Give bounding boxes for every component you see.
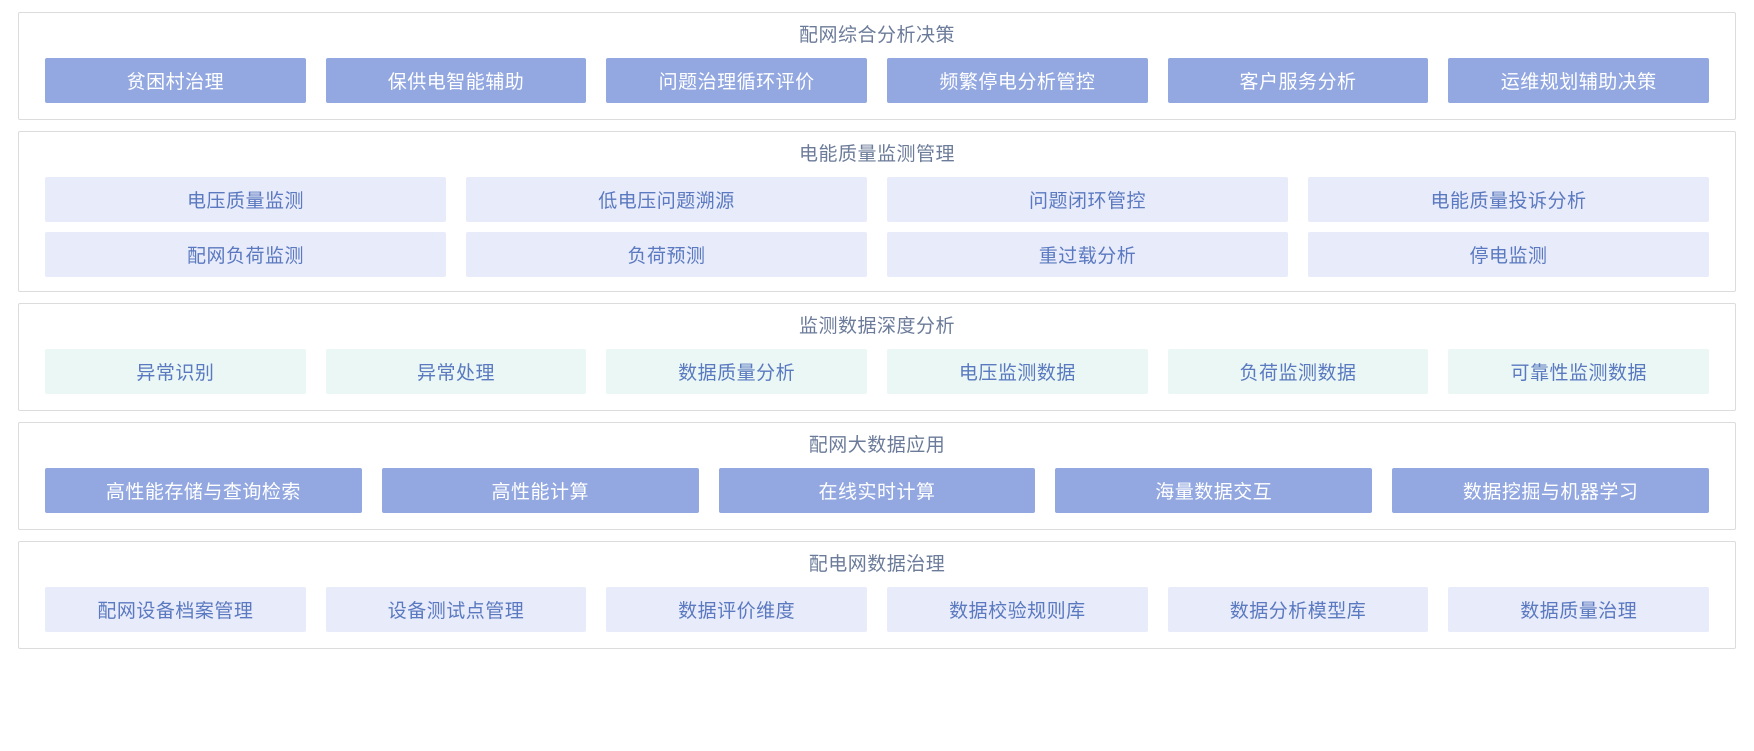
module-button[interactable]: 可靠性监测数据 xyxy=(1448,349,1710,394)
section-data-governance-row-1: 配网设备档案管理 设备测试点管理 数据评价维度 数据校验规则库 数据分析模型库 … xyxy=(45,587,1710,632)
module-button[interactable]: 问题闭环管控 xyxy=(887,177,1288,222)
section-big-data-row-1: 高性能存储与查询检索 高性能计算 在线实时计算 海量数据交互 数据挖掘与机器学习 xyxy=(45,468,1709,513)
section-title-decision: 配网综合分析决策 xyxy=(798,25,955,46)
section-data-governance: 配电网数据治理 配网设备档案管理 设备测试点管理 数据评价维度 数据校验规则库 … xyxy=(18,541,1736,649)
section-decision: 配网综合分析决策 贫困村治理 保供电智能辅助 问题治理循环评价 频繁停电分析管控… xyxy=(18,12,1736,120)
section-decision-row-1: 贫困村治理 保供电智能辅助 问题治理循环评价 频繁停电分析管控 客户服务分析 运… xyxy=(45,58,1710,103)
module-button[interactable]: 配网设备档案管理 xyxy=(45,587,306,632)
section-power-quality-row-1: 电压质量监测 低电压问题溯源 问题闭环管控 电能质量投诉分析 xyxy=(45,177,1709,222)
section-power-quality-row-2: 配网负荷监测 负荷预测 重过载分析 停电监测 xyxy=(45,232,1709,277)
section-title-power-quality: 电能质量监测管理 xyxy=(798,144,955,165)
section-deep-analysis: 监测数据深度分析 异常识别 异常处理 数据质量分析 电压监测数据 负荷监测数据 … xyxy=(18,303,1736,411)
section-title-data-governance: 配电网数据治理 xyxy=(808,554,946,575)
module-button[interactable]: 负荷监测数据 xyxy=(1167,349,1429,394)
module-button[interactable]: 频繁停电分析管控 xyxy=(887,58,1148,103)
module-button[interactable]: 海量数据交互 xyxy=(1055,468,1373,513)
module-button[interactable]: 贫困村治理 xyxy=(45,58,306,103)
section-power-quality: 电能质量监测管理 电压质量监测 低电压问题溯源 问题闭环管控 电能质量投诉分析 … xyxy=(18,131,1736,292)
module-button[interactable]: 数据评价维度 xyxy=(606,587,868,632)
module-button[interactable]: 异常处理 xyxy=(325,349,587,394)
module-button[interactable]: 高性能存储与查询检索 xyxy=(45,468,362,513)
section-title-big-data: 配网大数据应用 xyxy=(808,435,946,456)
module-button[interactable]: 电压监测数据 xyxy=(887,349,1148,394)
module-button[interactable]: 数据质量分析 xyxy=(606,349,868,394)
module-button[interactable]: 设备测试点管理 xyxy=(325,587,587,632)
module-button[interactable]: 数据校验规则库 xyxy=(887,587,1148,632)
module-button[interactable]: 数据挖掘与机器学习 xyxy=(1392,468,1709,513)
module-button[interactable]: 重过载分析 xyxy=(887,232,1288,277)
module-button[interactable]: 电能质量投诉分析 xyxy=(1308,177,1709,222)
module-button[interactable]: 数据质量治理 xyxy=(1448,587,1710,632)
module-button[interactable]: 客户服务分析 xyxy=(1167,58,1429,103)
section-title-deep-analysis: 监测数据深度分析 xyxy=(798,316,955,337)
module-button[interactable]: 低电压问题溯源 xyxy=(466,177,867,222)
module-button[interactable]: 负荷预测 xyxy=(466,232,867,277)
module-button[interactable]: 停电监测 xyxy=(1308,232,1709,277)
module-button[interactable]: 问题治理循环评价 xyxy=(606,58,868,103)
module-button[interactable]: 运维规划辅助决策 xyxy=(1448,58,1710,103)
section-deep-analysis-row-1: 异常识别 异常处理 数据质量分析 电压监测数据 负荷监测数据 可靠性监测数据 xyxy=(45,349,1710,394)
module-button[interactable]: 高性能计算 xyxy=(381,468,699,513)
module-button[interactable]: 保供电智能辅助 xyxy=(325,58,587,103)
module-button[interactable]: 配网负荷监测 xyxy=(45,232,446,277)
section-big-data: 配网大数据应用 高性能存储与查询检索 高性能计算 在线实时计算 海量数据交互 数… xyxy=(18,422,1736,530)
module-button[interactable]: 异常识别 xyxy=(45,349,306,394)
module-button[interactable]: 数据分析模型库 xyxy=(1167,587,1429,632)
module-button[interactable]: 电压质量监测 xyxy=(45,177,446,222)
module-button[interactable]: 在线实时计算 xyxy=(718,468,1036,513)
